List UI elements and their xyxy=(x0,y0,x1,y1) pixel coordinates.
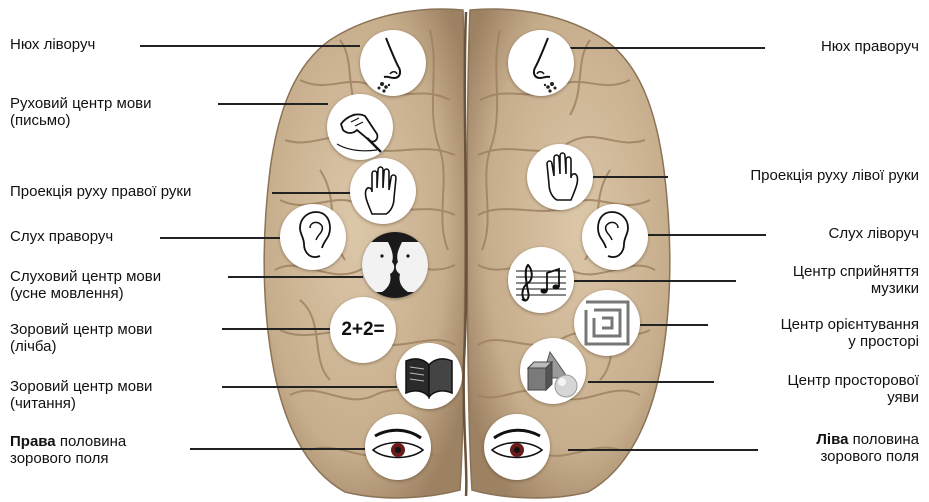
label-left-half-rest: половина xyxy=(848,431,919,448)
label-orientation: Центр орієнтування у просторі xyxy=(781,316,919,350)
label-music: Центр сприйняття музики xyxy=(793,263,919,297)
line-right-half xyxy=(190,448,365,450)
label-orientation-line2: у просторі xyxy=(848,333,919,350)
label-visual-read: Зоровий центр мови (читання) xyxy=(10,378,152,412)
line-smell-right xyxy=(568,47,765,49)
label-spatial: Центр просторової уяви xyxy=(788,372,919,406)
line-speech-auditory xyxy=(228,276,363,278)
ear-icon-left xyxy=(280,204,346,270)
label-spatial-line2: уяви xyxy=(887,389,919,406)
label-left-half-line2: зорового поля xyxy=(820,448,919,465)
nose-icon-left xyxy=(360,30,426,96)
line-music xyxy=(574,280,736,282)
label-visual-read-line1: Зоровий центр мови xyxy=(10,378,152,395)
label-right-half-rest: половина xyxy=(56,433,127,450)
left-hand-icon xyxy=(527,144,593,210)
label-speech-motor: Руховий центр мови (письмо) xyxy=(10,95,152,129)
label-spatial-line1: Центр просторової xyxy=(788,372,919,389)
label-speech-motor-line1: Руховий центр мови xyxy=(10,95,152,112)
label-speech-auditory-line2: (усне мовлення) xyxy=(10,285,124,302)
label-speech-motor-line2: (письмо) xyxy=(10,112,70,129)
line-hearing-left xyxy=(648,234,766,236)
eye-icon-right xyxy=(484,414,550,480)
line-hearing-right xyxy=(160,237,280,239)
writing-hand-icon xyxy=(327,94,393,160)
label-hearing-right: Слух праворуч xyxy=(10,228,113,245)
music-note-icon xyxy=(508,247,574,313)
label-speech-auditory-line1: Слуховий центр мови xyxy=(10,268,161,285)
nose-icon-right xyxy=(508,30,574,96)
line-count xyxy=(222,328,330,330)
label-left-half-bold: Ліва xyxy=(816,431,848,448)
eye-icon-left xyxy=(365,414,431,480)
open-book-icon xyxy=(396,343,462,409)
label-right-hand: Проекція руху правої руки xyxy=(10,183,191,200)
line-left-half xyxy=(568,449,758,451)
line-smell-left xyxy=(140,45,360,47)
label-visual-count: Зоровий центр мови (лічба) xyxy=(10,321,152,355)
shapes-3d-icon xyxy=(520,338,586,404)
label-smell-left: Нюх ліворуч xyxy=(10,36,95,53)
math-text: 2+2= xyxy=(330,297,396,363)
faces-talking-icon xyxy=(362,232,428,298)
label-visual-count-line1: Зоровий центр мови xyxy=(10,321,152,338)
right-hand-icon xyxy=(350,158,416,224)
label-right-half-bold: Права xyxy=(10,433,56,450)
ear-icon-right xyxy=(582,204,648,270)
label-left-hand: Проекція руху лівої руки xyxy=(750,167,919,184)
label-visual-read-line2: (читання) xyxy=(10,395,76,412)
line-read xyxy=(222,386,397,388)
label-right-half: Права половина зорового поля xyxy=(10,433,126,467)
label-orientation-line1: Центр орієнтування xyxy=(781,316,919,333)
label-music-line2: музики xyxy=(871,280,919,297)
label-hearing-left: Слух ліворуч xyxy=(829,225,919,242)
label-right-half-line2: зорового поля xyxy=(10,450,109,467)
line-spatial xyxy=(588,381,714,383)
label-visual-count-line2: (лічба) xyxy=(10,338,56,355)
label-music-line1: Центр сприйняття xyxy=(793,263,919,280)
line-left-hand xyxy=(592,176,668,178)
math-icon: 2+2= xyxy=(330,297,396,363)
label-speech-auditory: Слуховий центр мови (усне мовлення) xyxy=(10,268,161,302)
line-right-hand xyxy=(272,192,352,194)
label-left-half: Ліва половина зорового поля xyxy=(816,431,919,465)
line-orientation xyxy=(640,324,708,326)
line-speech-motor xyxy=(218,103,328,105)
label-smell-right: Нюх праворуч xyxy=(821,38,919,55)
